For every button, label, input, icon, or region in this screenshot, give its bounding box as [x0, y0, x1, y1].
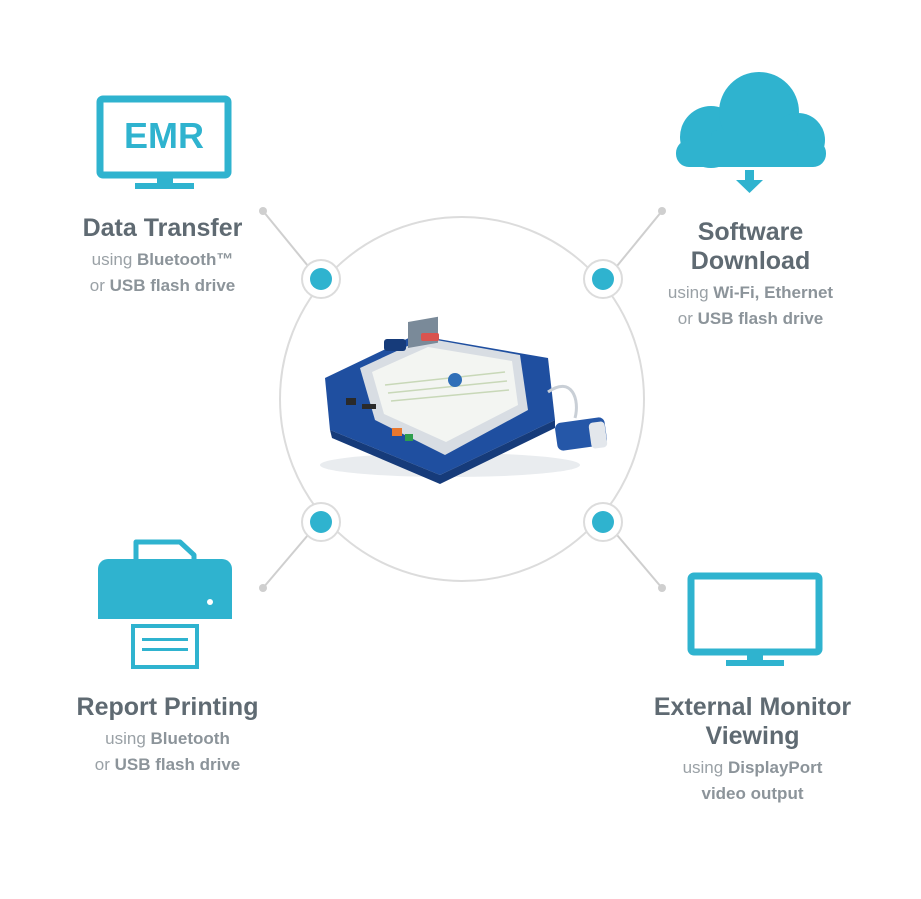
sub-bold: Wi-Fi, Ethernet — [713, 283, 834, 302]
sub-prefix: using — [91, 250, 138, 269]
sub-bold: Bluetooth — [150, 729, 230, 748]
title-line: External Monitor — [653, 693, 852, 721]
feature-software-download: Software Download using Wi-Fi, Ethernet … — [628, 218, 873, 332]
feature-sub-line: or USB flash drive — [40, 273, 285, 299]
feature-subtitle: using Wi-Fi, Ethernet or USB flash drive — [628, 280, 873, 332]
feature-title: Data Transfer — [82, 214, 243, 242]
sub-bold: video output — [701, 784, 804, 803]
sub-bold: DisplayPort — [727, 758, 823, 777]
title-line: Software — [697, 218, 804, 246]
feature-sub-line: or USB flash drive — [45, 752, 290, 778]
connector-end-dots — [259, 207, 666, 592]
connector-external-monitor — [616, 534, 663, 589]
device-illustration — [320, 316, 608, 484]
monitor-emr-icon: EMR — [96, 95, 232, 189]
ring-node-data-transfer — [301, 259, 341, 299]
printer-icon — [98, 539, 232, 669]
ring-node-software-download — [583, 259, 623, 299]
sub-prefix: using — [682, 758, 728, 777]
end-dot-report-printing — [259, 584, 267, 592]
connector-report-printing — [262, 534, 309, 589]
feature-sub-line: or USB flash drive — [628, 306, 873, 332]
monitor-icon — [687, 572, 823, 666]
connector-lines — [262, 210, 663, 589]
sub-bold: USB flash drive — [109, 276, 236, 295]
central-ring — [279, 216, 645, 582]
ring-node-external-monitor — [583, 502, 623, 542]
feature-sub-line: using Bluetooth — [45, 726, 290, 752]
end-dot-external-monitor — [658, 584, 666, 592]
sub-bold: Bluetooth™ — [137, 250, 234, 269]
ring-node-report-printing — [301, 502, 341, 542]
sub-prefix: or — [94, 755, 115, 774]
sub-prefix: or — [677, 309, 698, 328]
title-line: Download — [690, 247, 811, 275]
title-line: Viewing — [705, 722, 800, 750]
feature-sub-line: using Bluetooth™ — [40, 247, 285, 273]
sub-bold: USB flash drive — [697, 309, 824, 328]
feature-sub-line: video output — [630, 781, 875, 807]
feature-sub-line: using DisplayPort — [630, 755, 875, 781]
feature-data-transfer: Data Transfer using Bluetooth™ or USB fl… — [40, 214, 285, 299]
feature-external-monitor: External Monitor Viewing using DisplayPo… — [630, 693, 875, 807]
end-dot-software-download — [658, 207, 666, 215]
connector-data-transfer — [262, 210, 309, 267]
emr-label: EMR — [124, 115, 204, 156]
sub-prefix: using — [667, 283, 714, 302]
sub-prefix: or — [89, 276, 110, 295]
feature-sub-line: using Wi-Fi, Ethernet — [628, 280, 873, 306]
feature-subtitle: using Bluetooth or USB flash drive — [45, 726, 290, 778]
feature-title: Report Printing — [76, 693, 259, 721]
end-dot-data-transfer — [259, 207, 267, 215]
feature-title: Software Download — [628, 218, 873, 276]
feature-subtitle: using DisplayPort video output — [630, 755, 875, 807]
sub-bold: USB flash drive — [114, 755, 241, 774]
feature-title: External Monitor Viewing — [630, 693, 875, 751]
feature-report-printing: Report Printing using Bluetooth or USB f… — [45, 693, 290, 778]
cloud-download-icon — [676, 72, 826, 193]
feature-subtitle: using Bluetooth™ or USB flash drive — [40, 247, 285, 299]
connector-software-download — [616, 210, 663, 267]
sub-prefix: using — [105, 729, 151, 748]
